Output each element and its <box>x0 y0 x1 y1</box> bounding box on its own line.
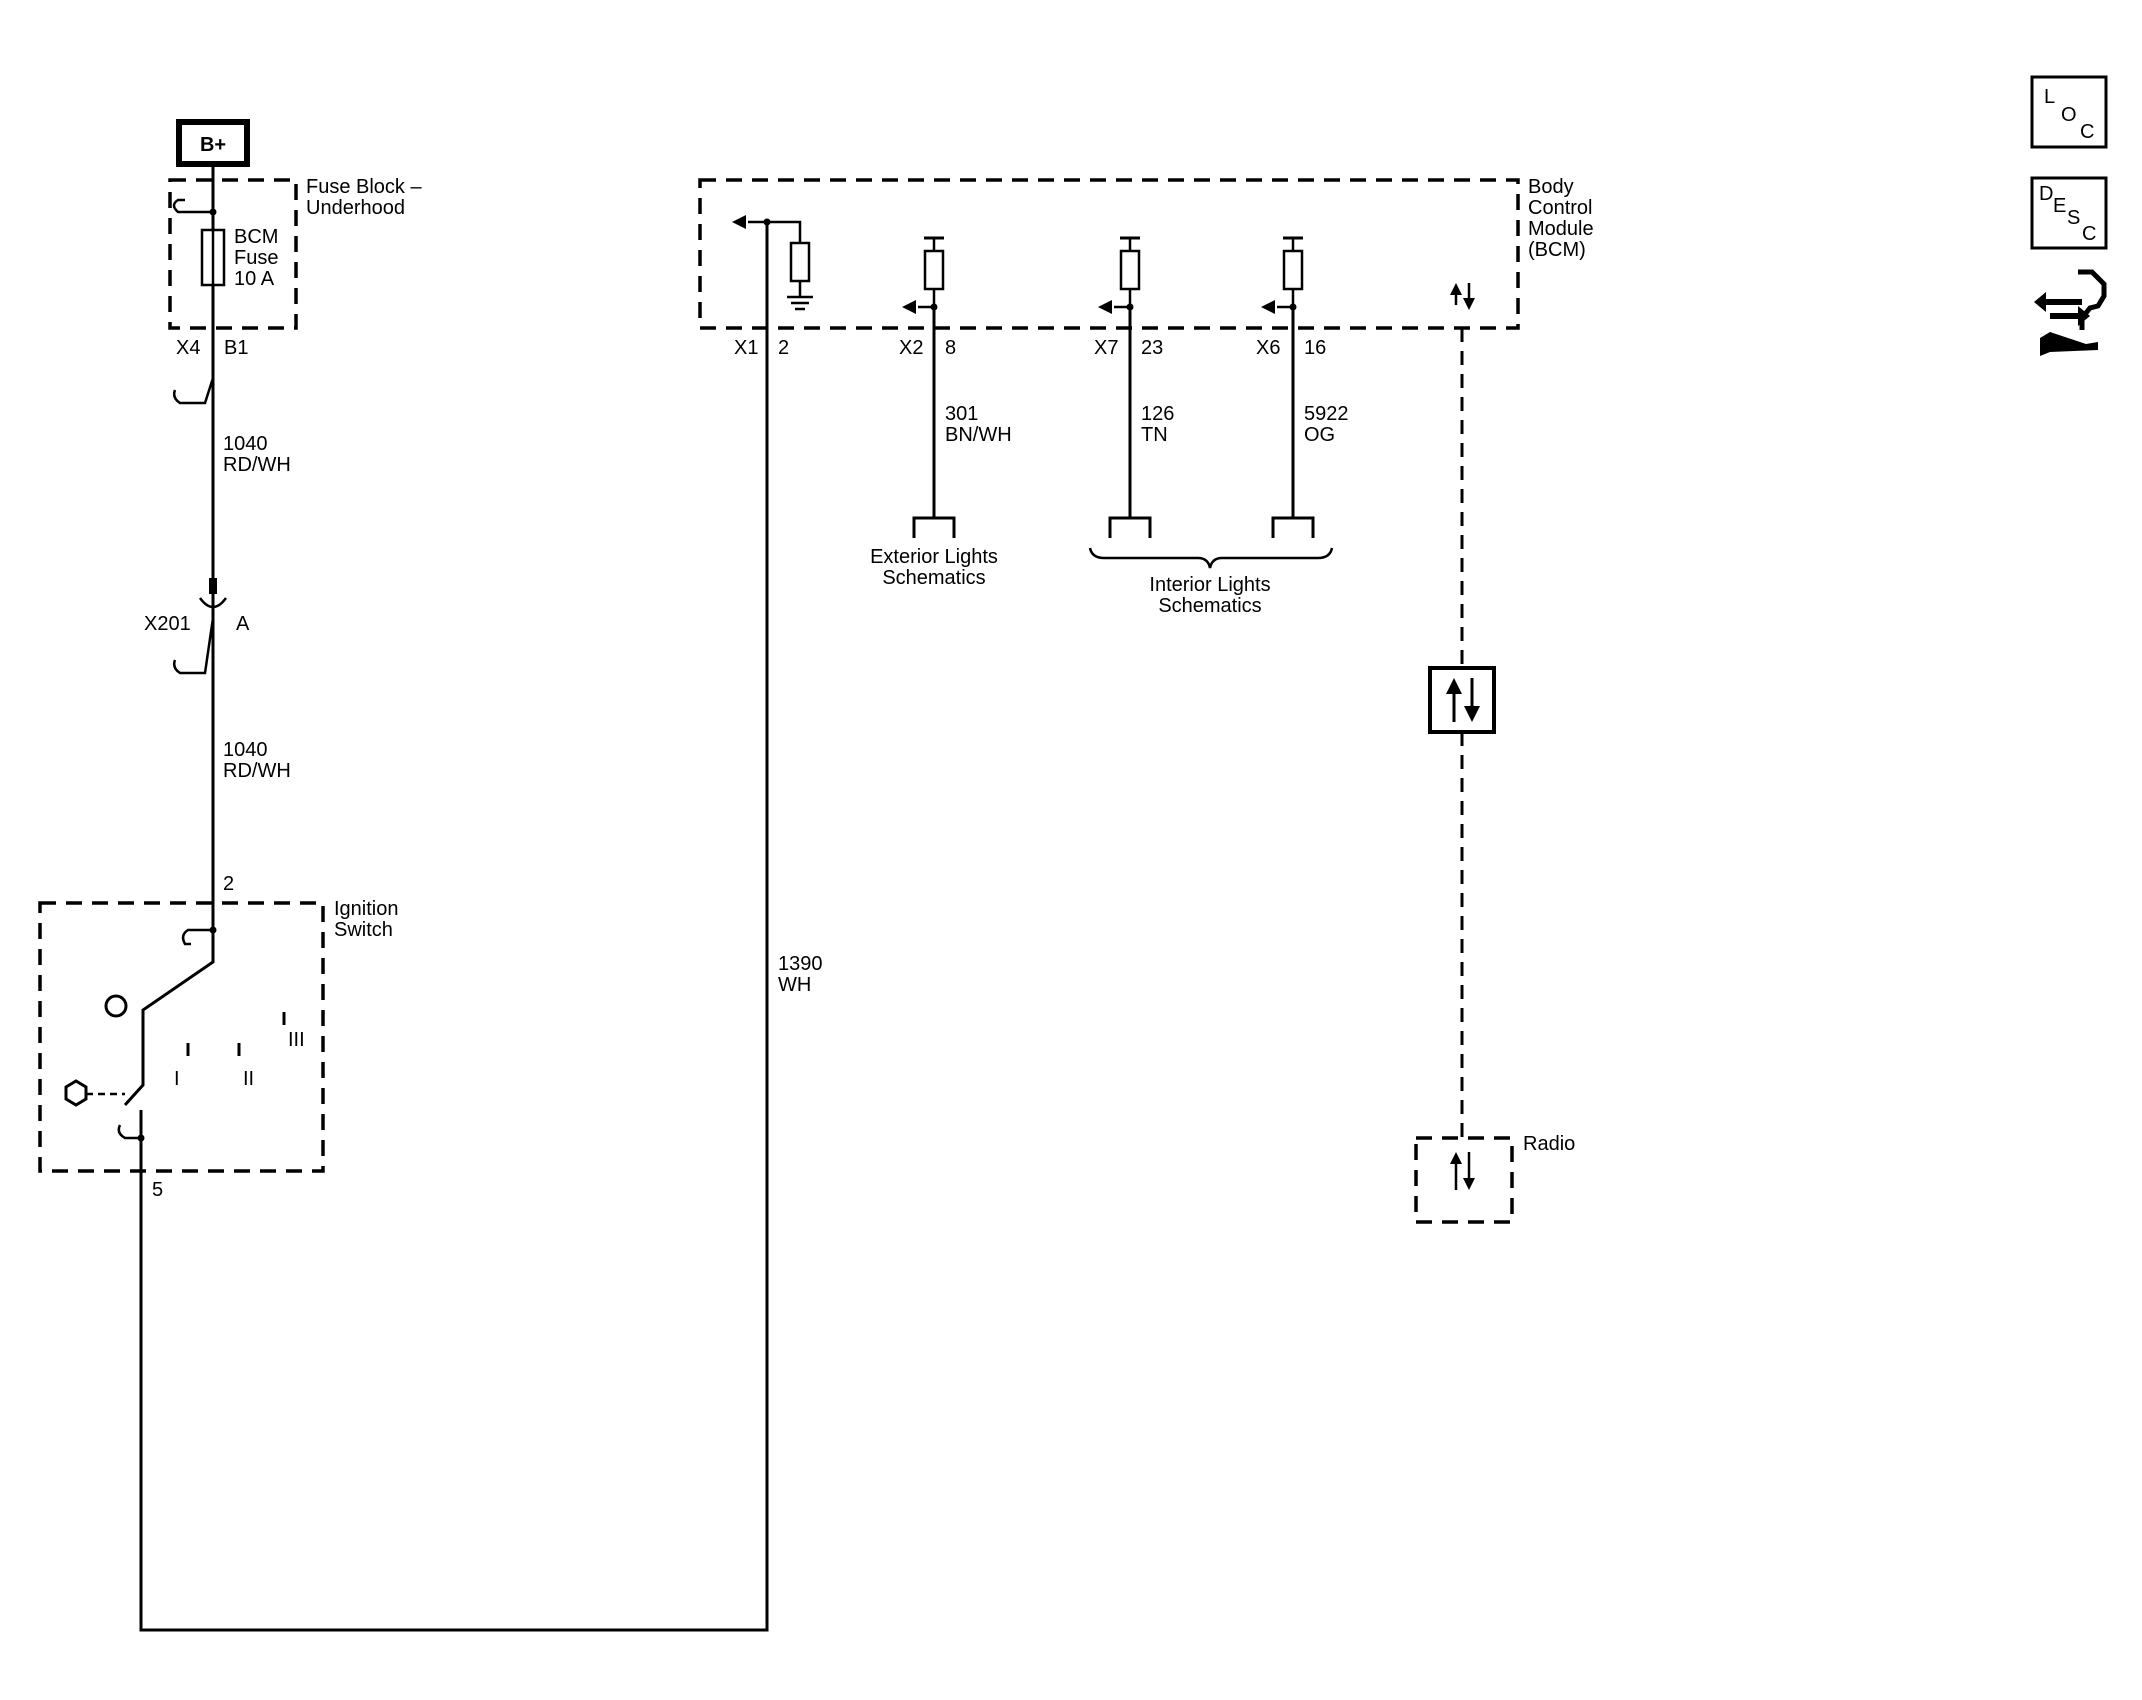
fuse-block-underhood: Fuse Block – Underhood BCM Fuse 10 A <box>168 176 422 330</box>
output-2-circuit: 126 <box>1141 403 1174 425</box>
x201-label: X201 <box>144 613 191 635</box>
bcm-feed-wire <box>139 222 769 1632</box>
ignition-pin-out: 5 <box>152 1179 163 1201</box>
bcm-pin-4-connector: X6 <box>1256 337 1280 359</box>
ground-icon <box>787 295 813 311</box>
ignition-key-icon <box>64 1079 88 1107</box>
svg-text:C: C <box>2082 223 2096 245</box>
x201-inline-connector <box>172 578 228 675</box>
bcm-title-1: Body <box>1528 176 1574 198</box>
wire-lower-circuit: 1040 <box>223 739 268 761</box>
svg-text:L: L <box>2044 86 2055 108</box>
x2-output-driver <box>902 236 945 314</box>
bcm-pin-3-number: 23 <box>1141 337 1163 359</box>
x7-output-driver <box>1098 236 1141 314</box>
x4-connector-symbol <box>172 377 215 405</box>
bcm-pin-2-connector: X2 <box>899 337 923 359</box>
output-1-circuit: 301 <box>945 403 978 425</box>
loc-icon[interactable]: L O C <box>2030 75 2108 149</box>
bcm-pin-3-connector: X7 <box>1094 337 1118 359</box>
body-control-module: Body Control Module (BCM) <box>698 176 1594 330</box>
wrench-icon[interactable] <box>2034 269 2107 356</box>
ignition-pin-in: 2 <box>223 873 234 895</box>
output-2-color: TN <box>1141 424 1168 446</box>
data-arrows-icon <box>1428 666 1496 734</box>
ignition-pos-2: II <box>243 1068 254 1090</box>
desc-icon[interactable]: D E S C <box>2030 176 2108 250</box>
interior-ref-line-1: Interior Lights <box>1149 574 1270 596</box>
svg-text:O: O <box>2061 104 2077 126</box>
exterior-ref-line-1: Exterior Lights <box>870 546 998 568</box>
bcm-title-4: (BCM) <box>1528 239 1586 261</box>
radio-module: Radio <box>1414 1133 1575 1224</box>
b-plus-label: B+ <box>200 134 226 156</box>
bcm-pin-4-number: 16 <box>1304 337 1326 359</box>
wire-upper-color: RD/WH <box>223 454 291 476</box>
wire-lower-color: RD/WH <box>223 760 291 782</box>
output-3-color: OG <box>1304 424 1335 446</box>
fuse-icon <box>200 228 226 287</box>
fuse-block-title-2: Underhood <box>306 197 405 219</box>
bcm-pin-1-number: 2 <box>778 337 789 359</box>
output-3-circuit: 5922 <box>1304 403 1349 425</box>
exterior-ref-line-2: Schematics <box>882 567 985 589</box>
wire-upper-circuit: 1040 <box>223 433 268 455</box>
ignition-switch: Ignition Switch 2 I II III <box>38 873 399 1173</box>
interior-group-brace <box>1088 547 1334 569</box>
ignition-pos-3: III <box>288 1029 305 1051</box>
x1-input-arrow-icon <box>732 215 746 229</box>
radio-serial-data-icon <box>1450 1152 1475 1190</box>
x1-internal <box>767 220 802 243</box>
radio-label: Radio <box>1523 1133 1575 1155</box>
fuse-connector-name: X4 <box>176 337 200 359</box>
fuse-connector-pin: B1 <box>224 337 248 359</box>
ignition-title-1: Ignition <box>334 898 399 920</box>
fuse-name-2: Fuse <box>234 247 278 269</box>
fuse-block-title-1: Fuse Block – <box>306 176 422 198</box>
ignition-pivot-icon <box>104 994 128 1018</box>
ignition-blade <box>123 938 215 1107</box>
bcm-title-3: Module <box>1528 218 1594 240</box>
svg-text:E: E <box>2053 195 2066 217</box>
interior-ref-line-2: Schematics <box>1158 595 1261 617</box>
ignition-terminal-top <box>181 928 213 946</box>
output-1-color: BN/WH <box>945 424 1012 446</box>
interior-ref-bracket-2 <box>1271 516 1315 538</box>
bcm-pin-2-number: 8 <box>945 337 956 359</box>
fuse-block-terminal <box>172 198 213 214</box>
ignition-terminal-bottom <box>117 1124 141 1140</box>
bcm-title-2: Control <box>1528 197 1592 219</box>
x6-output-driver <box>1261 236 1304 314</box>
exterior-ref-bracket <box>912 516 956 538</box>
resistor-icon <box>789 241 811 283</box>
svg-text:D: D <box>2039 183 2053 205</box>
x201-pin: A <box>236 613 250 635</box>
svg-text:C: C <box>2080 121 2094 143</box>
fuse-name-1: BCM <box>234 226 278 248</box>
bcm-feed-color: WH <box>778 974 811 996</box>
interior-ref-bracket-1 <box>1108 516 1152 538</box>
battery-positive-terminal: B+ <box>176 119 250 167</box>
bcm-feed-circuit: 1390 <box>778 953 823 975</box>
bcm-serial-data-icon <box>1450 283 1475 310</box>
fuse-rating: 10 A <box>234 268 275 290</box>
bcm-pin-1-connector: X1 <box>734 337 758 359</box>
svg-text:S: S <box>2067 207 2080 229</box>
ignition-title-2: Switch <box>334 919 393 941</box>
ignition-pos-1: I <box>174 1068 180 1090</box>
